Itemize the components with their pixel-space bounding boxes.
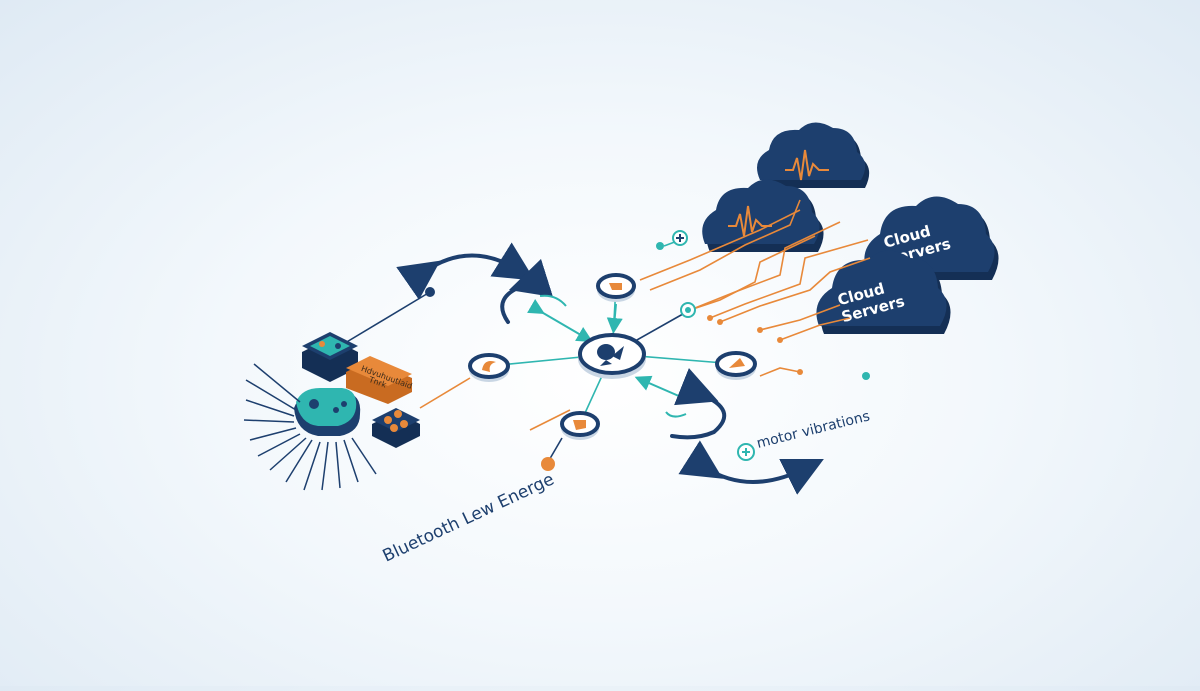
- teal-arcs: [539, 294, 687, 418]
- flow-arrows: [396, 242, 824, 495]
- gamepad-icon: [294, 388, 361, 436]
- motor-vibrations-label: motor vibrations: [755, 408, 871, 452]
- waveform-icon: [785, 149, 829, 181]
- node-bottom: [560, 411, 600, 440]
- small-nodes: [425, 230, 870, 471]
- node-top: [596, 273, 636, 302]
- bluetooth-hub-icon: [597, 344, 624, 366]
- plus-icon: [680, 302, 696, 318]
- circuit-lines: [419, 199, 871, 431]
- plus-icon: [737, 443, 755, 461]
- device-bottom: [372, 408, 420, 448]
- cloud-icon: Cloud Servers Cloud Servers: [702, 122, 999, 334]
- waveform-icon: [728, 205, 772, 237]
- central-hub-node: [578, 333, 646, 379]
- node-left: [468, 353, 510, 382]
- device-tag: Hdvuhuutlaid Tnrk: [346, 356, 413, 404]
- ble-label: Bluetooth Lew Energe: [380, 469, 558, 566]
- node-right: [715, 351, 757, 380]
- signal-rays: [243, 363, 377, 491]
- plus-icon: [672, 230, 688, 246]
- device-top: [302, 332, 358, 382]
